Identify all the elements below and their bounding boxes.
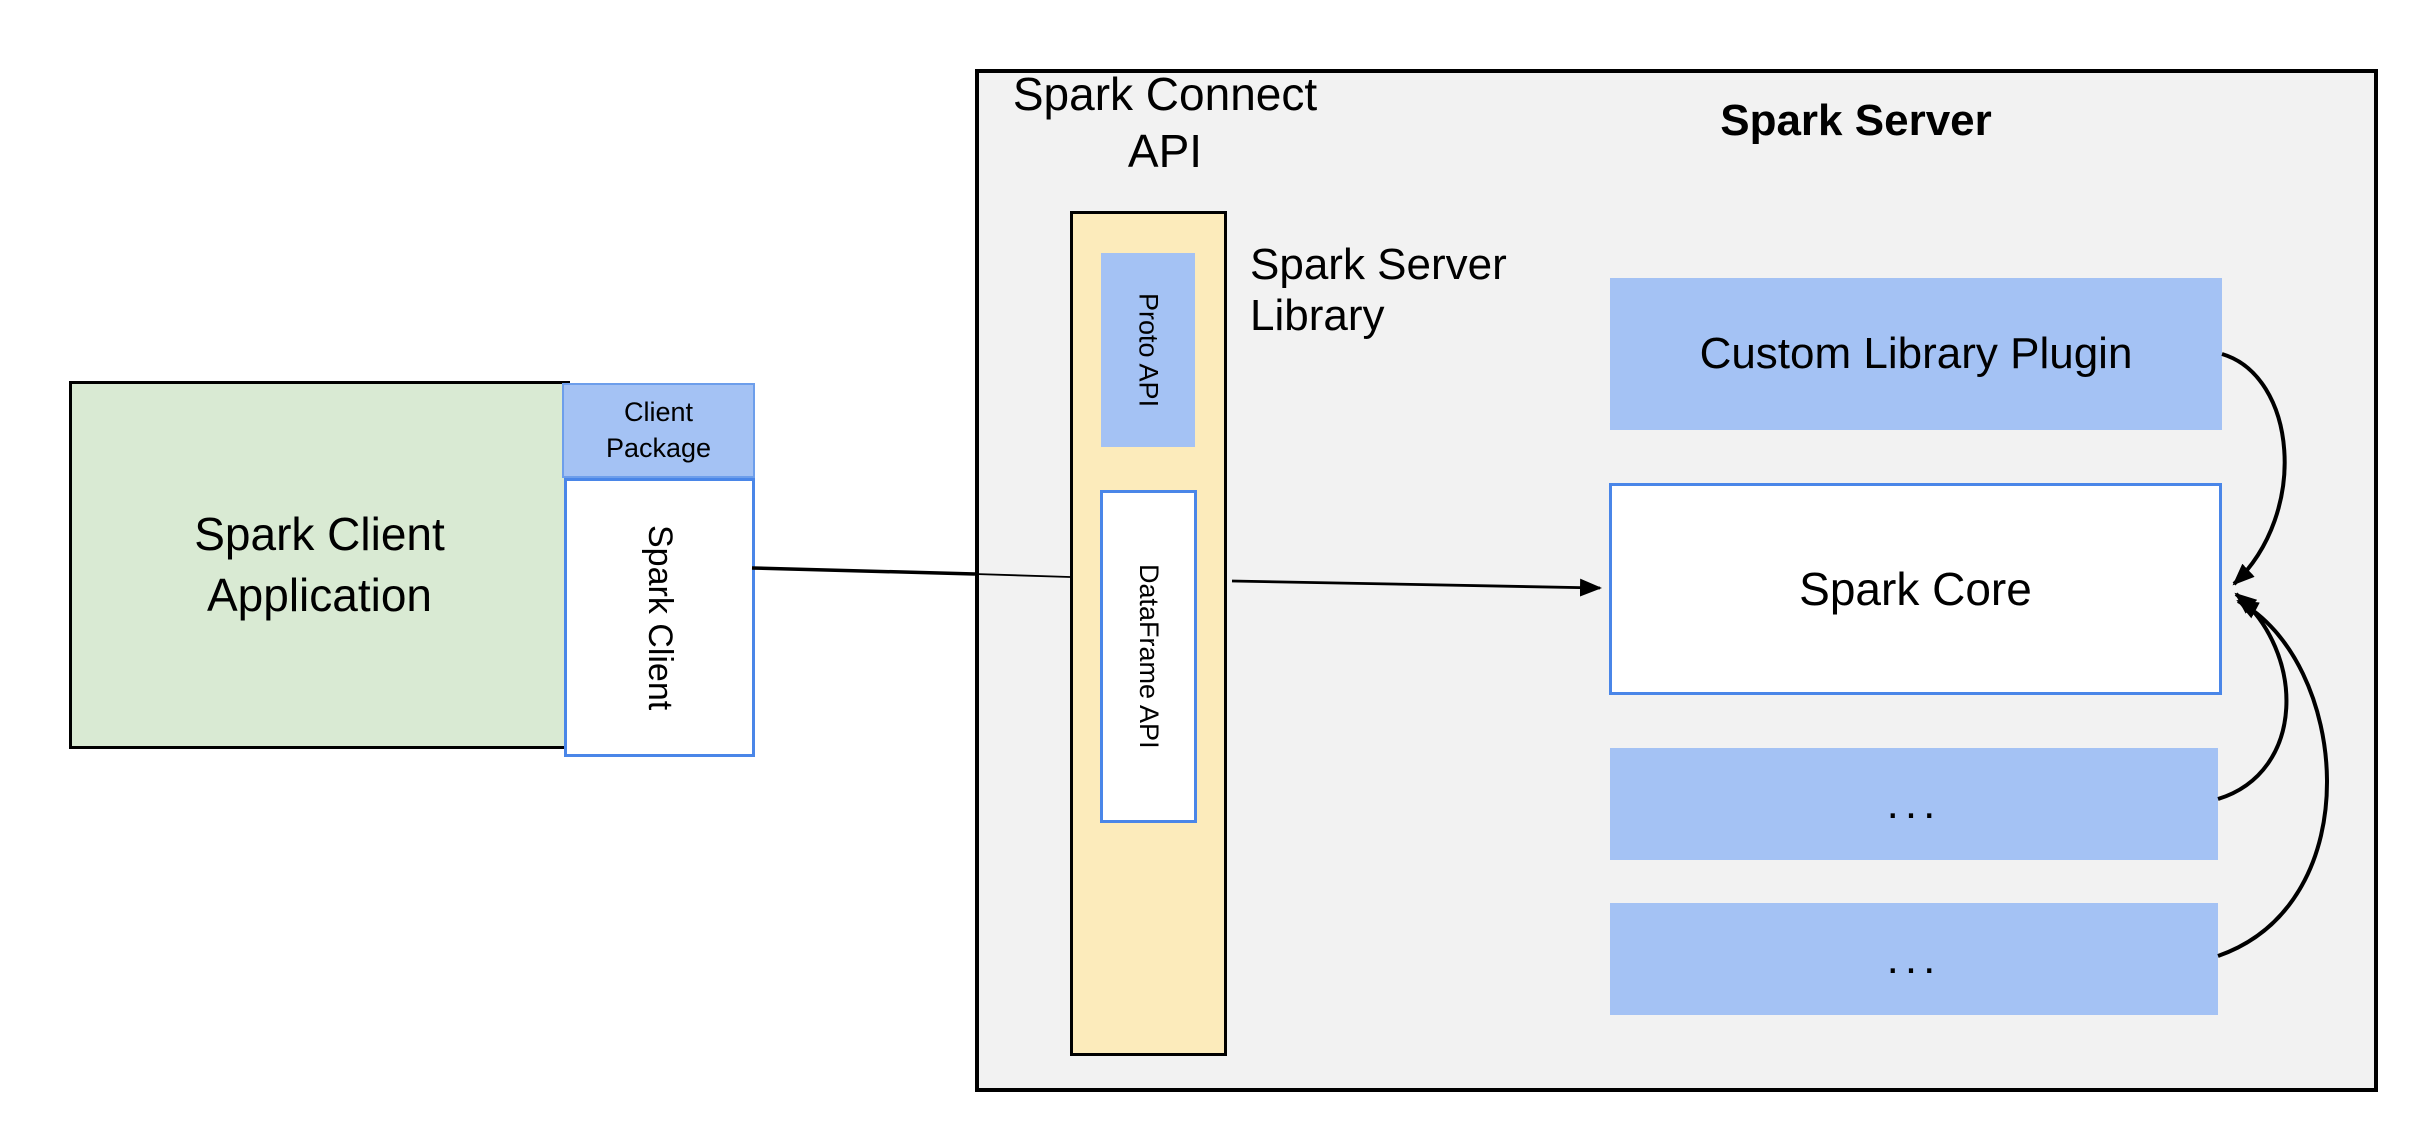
spark-client-box: Spark Client: [564, 478, 755, 757]
spark-client-application-label: Spark Client Application: [194, 508, 445, 621]
spark-client-application-box: Spark Client Application: [69, 381, 570, 749]
spark-server-library-label: Spark Server Library: [1250, 240, 1507, 340]
spark-client-label: Spark Client: [641, 524, 679, 711]
custom-library-plugin-box: Custom Library Plugin: [1610, 278, 2222, 430]
client-to-bar-line: [751, 566, 976, 576]
spark-server-title: Spark Server: [1720, 96, 1992, 145]
spark-core-box: Spark Core: [1609, 483, 2222, 695]
dataframe-api-box: DataFrame API: [1100, 490, 1197, 823]
client-package-label: Client Package: [605, 397, 712, 463]
ellipsis-label-2: ...: [1886, 934, 1942, 983]
proto-api-box: Proto API: [1101, 253, 1195, 447]
custom-library-plugin-label: Custom Library Plugin: [1699, 329, 2133, 378]
spark-core-label: Spark Core: [1799, 563, 2032, 615]
client-package-box: Client Package: [562, 383, 755, 478]
ellipsis-label-1: ...: [1886, 779, 1942, 828]
spark-connect-api-label: Spark Connect API: [1012, 68, 1318, 178]
dataframe-api-label: DataFrame API: [1134, 564, 1164, 749]
proto-api-label: Proto API: [1133, 292, 1164, 408]
ellipsis-box-2: ...: [1610, 903, 2218, 1015]
ellipsis-box-1: ...: [1610, 748, 2218, 860]
